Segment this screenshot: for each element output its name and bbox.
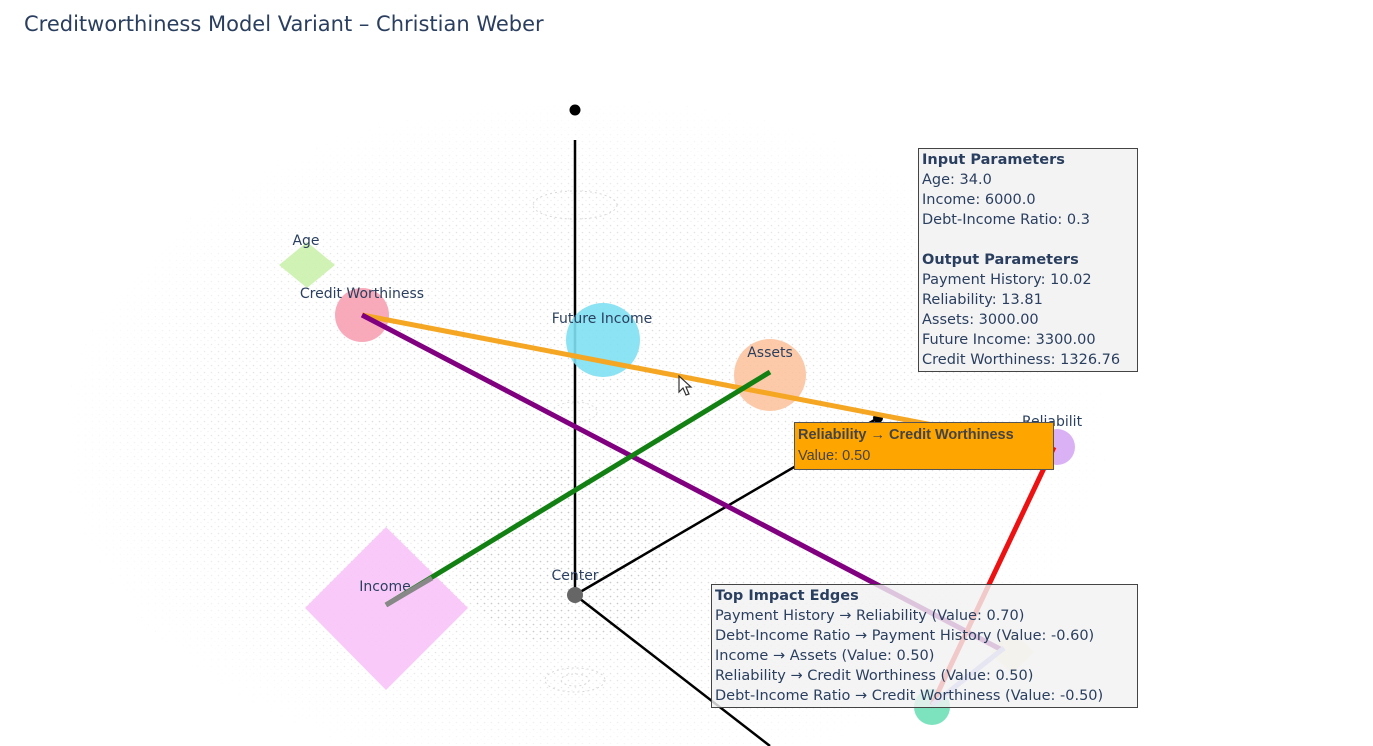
input-parameters-header: Input Parameters xyxy=(922,152,1065,168)
output-param: Future Income: 3300.00 xyxy=(922,332,1096,348)
node-label: Future Income xyxy=(552,311,653,327)
output-parameters-header: Output Parameters xyxy=(922,252,1079,268)
impact-edge-item: Income → Assets (Value: 0.50) xyxy=(715,648,935,664)
node-center[interactable]: Center xyxy=(551,568,599,603)
spacer xyxy=(922,230,1135,250)
node-label: Assets xyxy=(747,345,793,361)
page-title: Creditworthiness Model Variant – Christi… xyxy=(24,12,544,36)
output-param: Reliability: 13.81 xyxy=(922,292,1043,308)
node-assets[interactable]: Assets xyxy=(734,339,806,411)
top-impact-edges-box: Top Impact Edges Payment History → Relia… xyxy=(711,584,1138,708)
output-param: Assets: 3000.00 xyxy=(922,312,1039,328)
tooltip-title: Reliability → Credit Worthiness xyxy=(798,427,1014,443)
node-label: Credit Worthiness xyxy=(300,286,424,302)
impact-edge-item: Payment History → Reliability (Value: 0.… xyxy=(715,608,1025,624)
output-param: Credit Worthiness: 1326.76 xyxy=(922,352,1121,368)
output-param: Payment History: 10.02 xyxy=(922,272,1092,288)
edge-income-assets-tail xyxy=(384,575,434,608)
impact-edge-item: Reliability → Credit Worthiness (Value: … xyxy=(715,668,1034,684)
top-impact-edges-header: Top Impact Edges xyxy=(715,588,859,604)
node-income[interactable]: Income xyxy=(305,527,468,690)
input-param: Age: 34.0 xyxy=(922,172,992,188)
input-param: Income: 6000.0 xyxy=(922,192,1036,208)
input-param: Debt-Income Ratio: 0.3 xyxy=(922,212,1090,228)
node-label: Age xyxy=(292,233,319,249)
z-axis-tip xyxy=(569,104,581,116)
node-age[interactable]: Age xyxy=(279,233,335,288)
parameters-box: Input Parameters Age: 34.0 Income: 6000.… xyxy=(918,148,1138,372)
x-axis xyxy=(574,594,771,746)
impact-edge-item: Debt-Income Ratio → Payment History (Val… xyxy=(715,628,1095,644)
node-label: Center xyxy=(551,568,598,584)
edge-income-assets xyxy=(384,369,772,608)
impact-edge-item: Debt-Income Ratio → Credit Worthiness (V… xyxy=(715,688,1104,704)
node-label: Income xyxy=(359,579,411,595)
hover-tooltip: Reliability → Credit Worthiness Value: 0… xyxy=(794,422,1054,470)
mouse-cursor-icon xyxy=(678,375,693,396)
tooltip-value: Value: 0.50 xyxy=(798,448,871,464)
